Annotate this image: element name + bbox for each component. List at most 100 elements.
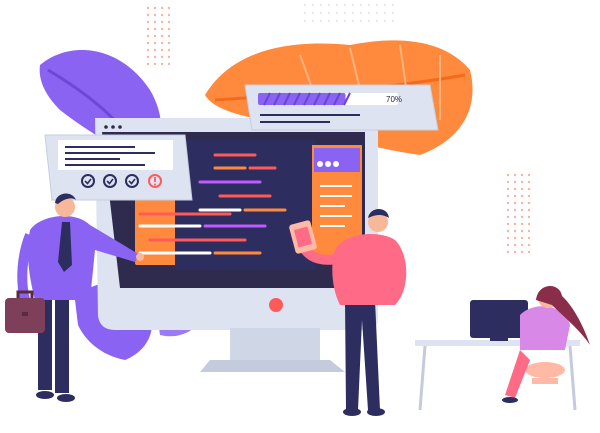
decorative-dot <box>167 13 171 17</box>
decorative-dot <box>167 20 171 24</box>
decorative-dot <box>303 19 307 23</box>
decorative-dot <box>343 3 347 7</box>
decorative-dot <box>527 180 531 184</box>
decorative-dot <box>527 229 531 233</box>
decorative-dot <box>153 6 157 10</box>
decorative-dot <box>153 55 157 59</box>
decorative-dot <box>311 19 315 23</box>
progress-stripe <box>333 92 341 106</box>
decorative-dot <box>506 243 510 247</box>
code-editor <box>175 140 315 270</box>
decorative-dot <box>167 55 171 59</box>
decorative-dot <box>311 3 315 7</box>
decorative-dot <box>153 34 157 38</box>
decorative-dot <box>506 180 510 184</box>
decorative-dot <box>311 11 315 15</box>
decorative-dot <box>513 250 517 254</box>
decorative-dot <box>335 11 339 15</box>
decorative-dot <box>520 201 524 205</box>
decorative-dot <box>343 19 347 23</box>
decorative-dot <box>527 236 531 240</box>
decorative-dot <box>351 11 355 15</box>
decorative-dot <box>383 11 387 15</box>
decorative-dot <box>367 11 371 15</box>
decorative-dot <box>506 173 510 177</box>
decorative-dot <box>303 3 307 7</box>
laptop-screen <box>470 300 528 338</box>
decorative-dot <box>391 3 395 7</box>
decorative-dot <box>351 19 355 23</box>
alert-circle-icon <box>148 174 162 188</box>
decorative-dot <box>160 48 164 52</box>
decorative-dot <box>160 62 164 66</box>
decorative-dot <box>513 187 517 191</box>
decorative-dot <box>153 48 157 52</box>
check-circle-icon <box>103 174 117 188</box>
decorative-dot <box>146 55 150 59</box>
decorative-dot <box>391 11 395 15</box>
progress-stripe <box>283 92 291 106</box>
decorative-dot <box>513 194 517 198</box>
man-with-briefcase <box>5 193 144 402</box>
decorative-dot <box>153 20 157 24</box>
decorative-dot <box>146 20 150 24</box>
decorative-dot <box>359 11 363 15</box>
decorative-dot <box>520 243 524 247</box>
decorative-dot <box>359 3 363 7</box>
decorative-dot <box>319 19 323 23</box>
decorative-dot <box>160 27 164 31</box>
decorative-dot <box>506 222 510 226</box>
decorative-dot <box>160 6 164 10</box>
decorative-dot <box>513 222 517 226</box>
decorative-dot <box>335 3 339 7</box>
decorative-dot <box>513 243 517 247</box>
decorative-dot <box>506 236 510 240</box>
decorative-dot <box>520 250 524 254</box>
decorative-dot <box>343 11 347 15</box>
decorative-dot <box>527 243 531 247</box>
decorative-dot <box>527 194 531 198</box>
decorative-dot <box>520 229 524 233</box>
decorative-dot <box>167 6 171 10</box>
decorative-dot <box>319 3 323 7</box>
decorative-dot <box>153 62 157 66</box>
decorative-dot <box>513 215 517 219</box>
decorative-dot <box>375 11 379 15</box>
decorative-dot <box>527 250 531 254</box>
decorative-dot <box>367 3 371 7</box>
decorative-dot <box>520 194 524 198</box>
check-circle-icon <box>81 174 95 188</box>
decorative-dot <box>167 41 171 45</box>
progress-fill <box>258 93 346 105</box>
decorative-dot <box>160 34 164 38</box>
decorative-dot <box>520 173 524 177</box>
decorative-dot <box>506 215 510 219</box>
decorative-dot <box>160 41 164 45</box>
decorative-dot <box>506 250 510 254</box>
decorative-dot <box>520 236 524 240</box>
decorative-dot <box>160 55 164 59</box>
decorative-dot <box>527 208 531 212</box>
decorative-dot <box>527 215 531 219</box>
progress-stripe <box>313 92 321 106</box>
decorative-dot <box>520 187 524 191</box>
decorative-dot <box>167 27 171 31</box>
decorative-dot <box>319 11 323 15</box>
decorative-dot <box>160 20 164 24</box>
progress-value-label: 70% <box>386 95 402 104</box>
decorative-dot <box>513 208 517 212</box>
decorative-dot <box>153 27 157 31</box>
decorative-dot <box>513 180 517 184</box>
decorative-dot <box>527 187 531 191</box>
decorative-dot <box>513 173 517 177</box>
progress-stripe <box>343 92 351 106</box>
decorative-dot <box>375 3 379 7</box>
decorative-dot <box>520 180 524 184</box>
decorative-dot <box>506 194 510 198</box>
decorative-dot <box>160 13 164 17</box>
code-lines <box>138 153 287 255</box>
checklist-card <box>44 134 193 201</box>
decorative-dot <box>335 19 339 23</box>
decorative-dot <box>506 201 510 205</box>
